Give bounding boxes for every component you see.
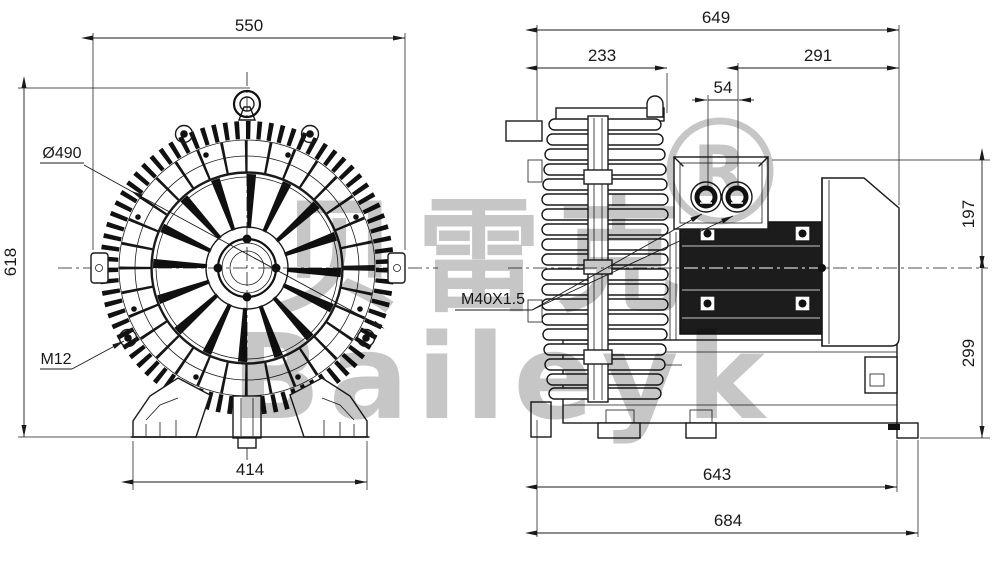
dim-54-label: 54	[714, 78, 733, 97]
watermark-cjk: 贝雷克	[277, 186, 697, 330]
fan-cover	[821, 177, 900, 347]
front-feet	[130, 377, 370, 449]
watermark-latin: Baileyk	[231, 308, 773, 446]
dim-643-label: 643	[703, 465, 731, 484]
bed-foot-right	[896, 422, 919, 439]
dim-197: 197	[772, 148, 990, 268]
dim-dia490: Ø490	[40, 145, 385, 329]
cable-gland-left	[690, 181, 722, 213]
fan-fin-ring	[100, 121, 394, 415]
watermark: 贝雷克 Baileyk R	[231, 117, 774, 446]
housing-foot	[530, 401, 552, 438]
cable-gland-right	[721, 181, 753, 213]
front-eyebolt	[232, 89, 262, 121]
dim-m12: M12	[40, 340, 125, 370]
m12-lug	[118, 328, 138, 348]
dia-label: Ø490	[42, 145, 81, 162]
dim-618-label: 618	[1, 248, 20, 276]
center-tab	[232, 395, 262, 439]
dim-291-label: 291	[804, 46, 832, 65]
dim-197-label: 197	[959, 200, 978, 228]
housing-side	[505, 95, 669, 438]
dim-299-label: 299	[959, 339, 978, 367]
port-stub	[505, 120, 543, 142]
dim-414-label: 414	[236, 460, 264, 479]
dim-m40: M40X1.5	[455, 213, 734, 311]
watermark-registered: R	[666, 117, 774, 225]
m12-label: M12	[40, 351, 71, 368]
dim-299: 299	[920, 256, 990, 439]
dim-649-label: 649	[702, 8, 730, 27]
terminal-box	[673, 156, 769, 230]
dim-643: 643	[525, 420, 898, 537]
front-view: 550 618 Ø490 M12 414	[1, 16, 438, 490]
dim-649: 649	[525, 8, 900, 205]
m40-label: M40X1.5	[461, 291, 525, 308]
side-eyebolt	[646, 95, 664, 118]
rim-lugs	[118, 124, 376, 348]
dim-233: 233	[525, 46, 668, 113]
dim-684-label: 684	[714, 511, 742, 530]
side-view: 649 233 291 54 197	[455, 8, 990, 537]
dim-233-label: 233	[588, 46, 616, 65]
motor	[679, 177, 900, 347]
left-side-tab	[90, 252, 109, 284]
dim-550-label: 550	[235, 16, 263, 35]
dim-54: 54	[692, 78, 754, 186]
bed-foot-left	[597, 422, 641, 439]
dim-414: 414	[121, 441, 368, 490]
dim-684: 684	[525, 440, 919, 537]
motor-bolts	[699, 225, 811, 312]
right-side-tab	[387, 252, 406, 284]
watermark-r-letter: R	[693, 131, 747, 213]
dim-618: 618	[1, 76, 250, 438]
dim-550: 550	[81, 16, 406, 250]
bed-foot-mid	[685, 422, 717, 439]
